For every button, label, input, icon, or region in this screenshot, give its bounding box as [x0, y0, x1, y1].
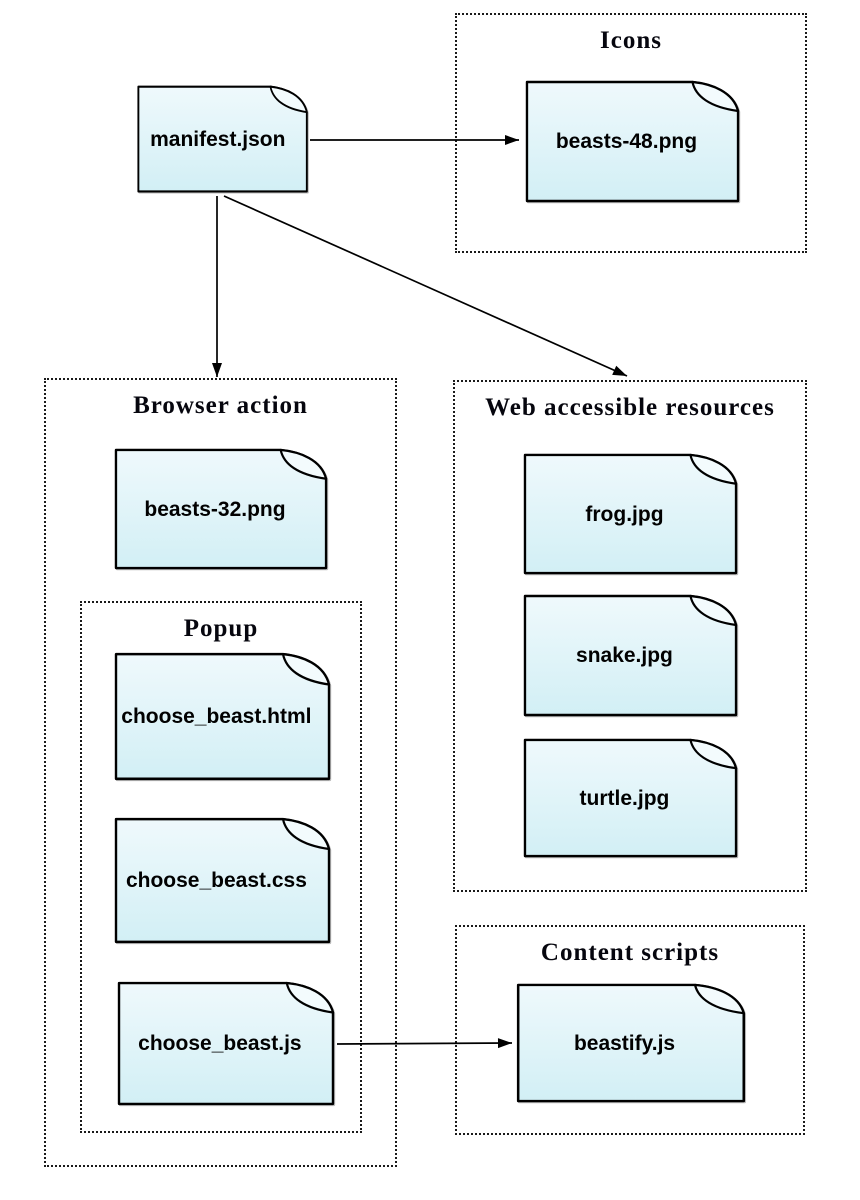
file-node-beastify-js: beastify.js [515, 982, 748, 1105]
group-content-scripts: Content scripts [455, 925, 805, 1135]
file-node-beasts-48-png: beasts-48.png [524, 79, 742, 205]
file-label-snake-jpg: snake.jpg [576, 644, 673, 667]
group-title-web-accessible-resources: Web accessible resources [485, 394, 775, 421]
file-label-manifest-json: manifest.json [150, 127, 286, 151]
group-title-browser-action: Browser action [133, 392, 308, 419]
document-icon [117, 981, 335, 1106]
file-node-frog-jpg: frog.jpg [522, 452, 740, 577]
file-label-turtle-jpg: turtle.jpg [579, 786, 670, 810]
file-label-choose-beast-js: choose_beast.js [138, 1032, 302, 1055]
file-node-choose-beast-css: choose_beast.css [113, 816, 333, 946]
file-node-choose-beast-html: choose_beast.html [113, 651, 333, 783]
file-label-beastify-js: beastify.js [573, 1031, 676, 1055]
document-icon [137, 85, 308, 193]
file-node-manifest-json: manifest.json [136, 84, 310, 195]
document-icon [523, 453, 738, 575]
document-icon [525, 80, 740, 203]
document-icon [523, 594, 738, 717]
file-node-choose-beast-js: choose_beast.js [116, 980, 337, 1108]
group-icons: Icons [455, 13, 807, 253]
file-label-choose-beast-html: choose_beast.html [121, 705, 312, 728]
file-node-beasts-32-png: beasts-32.png [113, 447, 330, 572]
document-icon [114, 448, 328, 570]
group-browser-action: Browser action [44, 378, 397, 1167]
file-label-beasts-48-png: beasts-48.png [555, 130, 698, 153]
file-label-frog-jpg: frog.jpg [585, 502, 664, 526]
document-icon [114, 652, 331, 781]
group-title-content-scripts: Content scripts [540, 939, 720, 966]
group-title-icons: Icons [600, 27, 662, 54]
document-icon [516, 983, 746, 1103]
group-title-popup: Popup [183, 615, 259, 642]
document-icon [523, 738, 738, 858]
document-icon [114, 817, 331, 944]
file-label-choose-beast-css: choose_beast.css [125, 869, 307, 892]
file-node-turtle-jpg: turtle.jpg [522, 737, 740, 860]
group-popup: Popup [80, 601, 362, 1133]
group-web-accessible-resources: Web accessible resources [453, 380, 807, 892]
file-node-snake-jpg: snake.jpg [522, 593, 740, 719]
file-label-beasts-32-png: beasts-32.png [144, 497, 286, 521]
